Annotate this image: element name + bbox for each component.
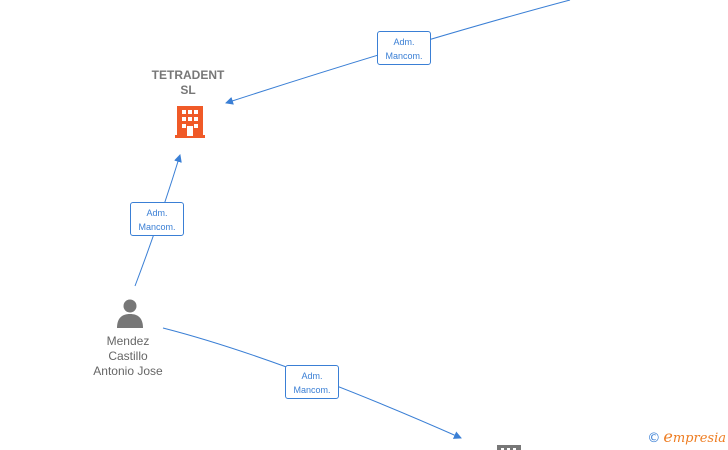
brand-logo: ©empresia — [647, 427, 726, 446]
relation-label-line: Adm. — [146, 208, 168, 218]
person-name-line: Mendez — [106, 334, 150, 348]
relation-label-line: Mancom. — [293, 385, 331, 395]
relation-label[interactable]: Adm. Mancom. — [377, 31, 431, 65]
relation-label-line: Adm. — [301, 371, 323, 381]
building-icon[interactable] — [175, 106, 205, 138]
person-icon[interactable] — [117, 299, 143, 329]
relation-label[interactable]: Adm. Mancom. — [285, 365, 339, 399]
relation-label-line: Mancom. — [385, 51, 423, 61]
brand-name: mpresia — [672, 431, 726, 446]
company-name-line: SL — [180, 83, 196, 97]
brand-initial: e — [663, 427, 673, 446]
person-name-line: Antonio Jose — [93, 364, 163, 378]
building-icon[interactable] — [497, 445, 521, 450]
copyright-icon: © — [647, 431, 661, 446]
relation-label-line: Mancom. — [138, 222, 176, 232]
company-name[interactable]: TETRADENT SL — [138, 68, 238, 98]
person-name-line: Castillo — [108, 349, 148, 363]
relation-label[interactable]: Adm. Mancom. — [130, 202, 184, 236]
company-name-line: TETRADENT — [151, 68, 225, 82]
person-name[interactable]: Mendez Castillo Antonio Jose — [78, 334, 178, 379]
relation-label-line: Adm. — [393, 37, 415, 47]
